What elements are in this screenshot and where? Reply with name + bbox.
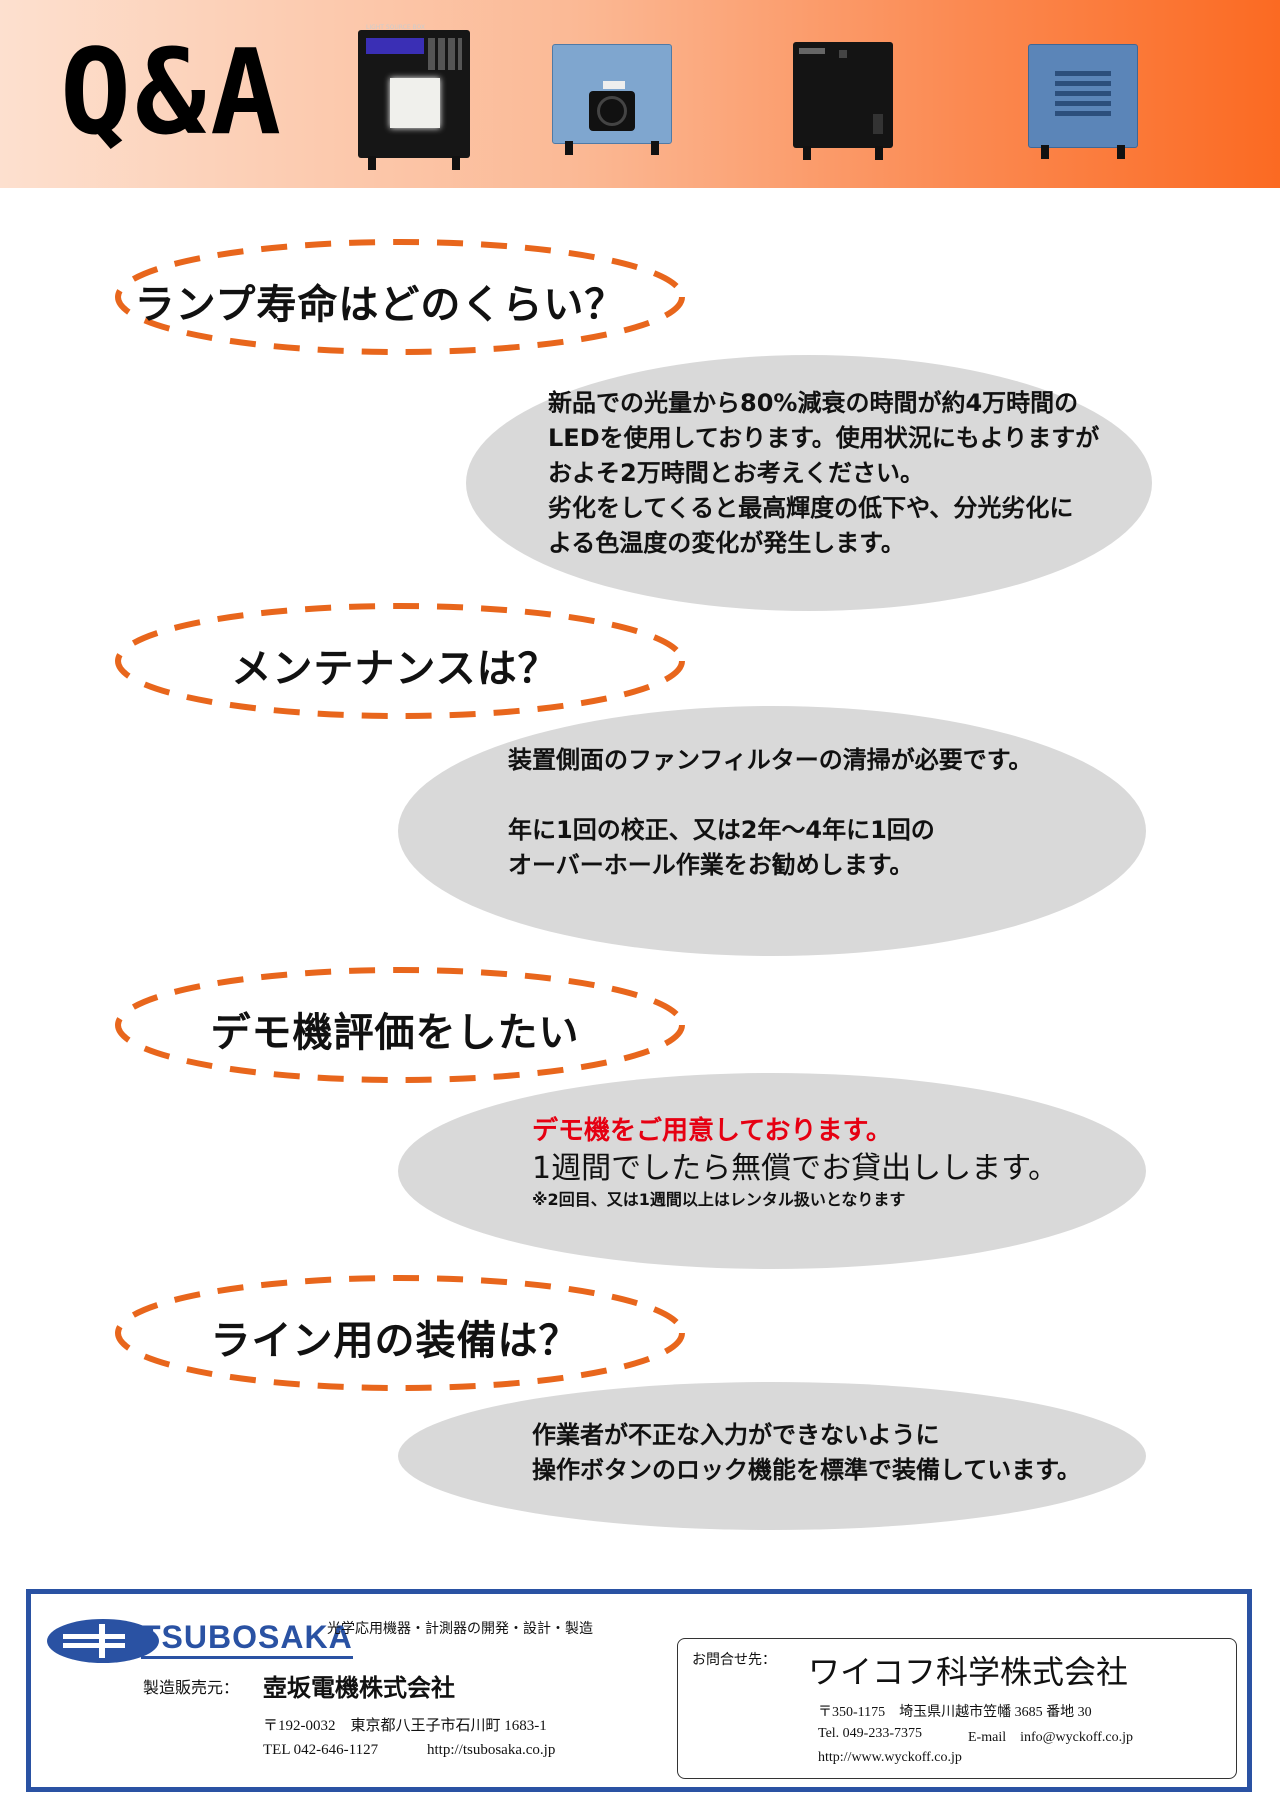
tagline: 光学応用機器・計測器の開発・設計・製造 [327,1621,593,1637]
answer-main: 1週間でしたら無償でお貸出しします。 [532,1151,1059,1186]
dashed-ellipse-icon [115,967,685,1083]
logo-mark-icon [47,1619,159,1663]
dashed-ellipse-icon [115,239,685,355]
blue-unit-vent-image [1028,44,1138,159]
answer-3-text: デモ機をご用意しております。 1週間でしたら無償でお貸出しします。 ※2回目、又… [532,1112,1058,1212]
logo-text: TSUBOSAKA [141,1618,353,1659]
contact-tel: Tel. 049-233-7375 [818,1726,923,1741]
tsubosaka-logo: TSUBOSAKA [45,1616,353,1666]
blue-unit-fan-image [552,44,672,155]
question-4: ライン用の装備は？ [110,1268,690,1398]
contact-email-link[interactable]: E-mail info@wyckoff.co.jp [968,1730,1134,1745]
answer-line: 作業者が不正な入力ができないように [532,1421,940,1449]
answer-1-text: 新品での光量から80%減衰の時間が約4万時間の LEDを使用しております。使用状… [548,386,1099,561]
answer-1-bubble [466,355,1152,611]
question-3: デモ機評価をしたい [110,960,690,1090]
light-source-box-image: LIGHT SOURCE BOX [358,24,470,170]
answer-4-text: 作業者が不正な入力ができないように 操作ボタンのロック機能を標準で装備しています… [532,1418,1081,1488]
answer-line: 年に1回の校正、又は2年～4年に1回の [508,816,935,844]
answer-line: 装置側面のファンフィルターの清掃が必要です。 [508,746,1033,774]
answer-line: およそ2万時間とお考えください。 [548,459,924,487]
answer-4-bubble [398,1382,1146,1530]
contact-url-link[interactable]: http://www.wyckoff.co.jp [818,1750,962,1765]
contact-name: ワイコフ科学株式会社 [808,1654,1129,1690]
black-unit-rear-image [793,42,893,160]
answer-line: 新品での光量から80%減衰の時間が約4万時間の [548,389,1079,417]
answer-line: LEDを使用しております。使用状況にもよりますが [548,424,1100,452]
answer-line: 操作ボタンのロック機能を標準で装備しています。 [532,1456,1081,1484]
question-4-text: ライン用の装備は？ [210,1318,580,1364]
answer-line: 劣化をしてくると最高輝度の低下や、分光劣化に [548,494,1074,522]
device-label: LIGHT SOURCE BOX [366,24,425,31]
dashed-ellipse-icon [115,603,685,719]
question-3-text: デモ機評価をしたい [210,1010,580,1056]
light-panel [390,78,440,128]
answer-2-text: 装置側面のファンフィルターの清掃が必要です。 年に1回の校正、又は2年～4年に1… [508,743,1032,883]
answer-line [508,778,1032,813]
maker-tel: TEL 042-646-1127 [263,1742,379,1758]
fan-icon [589,91,635,131]
answer-2-bubble [398,706,1146,956]
contact-label: お問合せ先： [692,1652,776,1668]
question-1: ランプ寿命はどのくらい？ [110,232,690,362]
maker-label: 製造販売元： [143,1678,240,1697]
question-2-text: メンテナンスは？ [231,646,559,692]
header-banner: Q&A LIGHT SOURCE BOX [0,0,1280,188]
keypad-icon [428,38,462,70]
answer-note: ※2回目、又は1週間以上はレンタル扱いとなります [532,1190,906,1209]
answer-3-bubble [398,1073,1146,1269]
display-panel [366,38,424,54]
answer-line: よる色温度の変化が発生します。 [548,529,905,557]
contact-address: 〒350-1175 埼玉県川越市笠幡 3685 番地 30 [818,1705,1092,1720]
question-2: メンテナンスは？ [110,596,690,726]
question-1-text: ランプ寿命はどのくらい？ [134,282,626,328]
footer-box: TSUBOSAKA 光学応用機器・計測器の開発・設計・製造 製造販売元： 壺坂電… [26,1589,1252,1792]
page-title: Q&A [60,23,286,161]
maker-address: 〒192-0032 東京都八王子市石川町 1683-1 [263,1718,547,1734]
vent-icon [1055,71,1111,121]
answer-line: オーバーホール作業をお勧めします。 [508,851,914,879]
maker-url-link[interactable]: http://tsubosaka.co.jp [427,1742,556,1758]
maker-name: 壺坂電機株式会社 [263,1674,455,1702]
contact-box: お問合せ先： ワイコフ科学株式会社 〒350-1175 埼玉県川越市笠幡 368… [677,1638,1237,1779]
dashed-ellipse-icon [115,1275,685,1391]
answer-highlight: デモ機をご用意しております。 [532,1116,892,1146]
